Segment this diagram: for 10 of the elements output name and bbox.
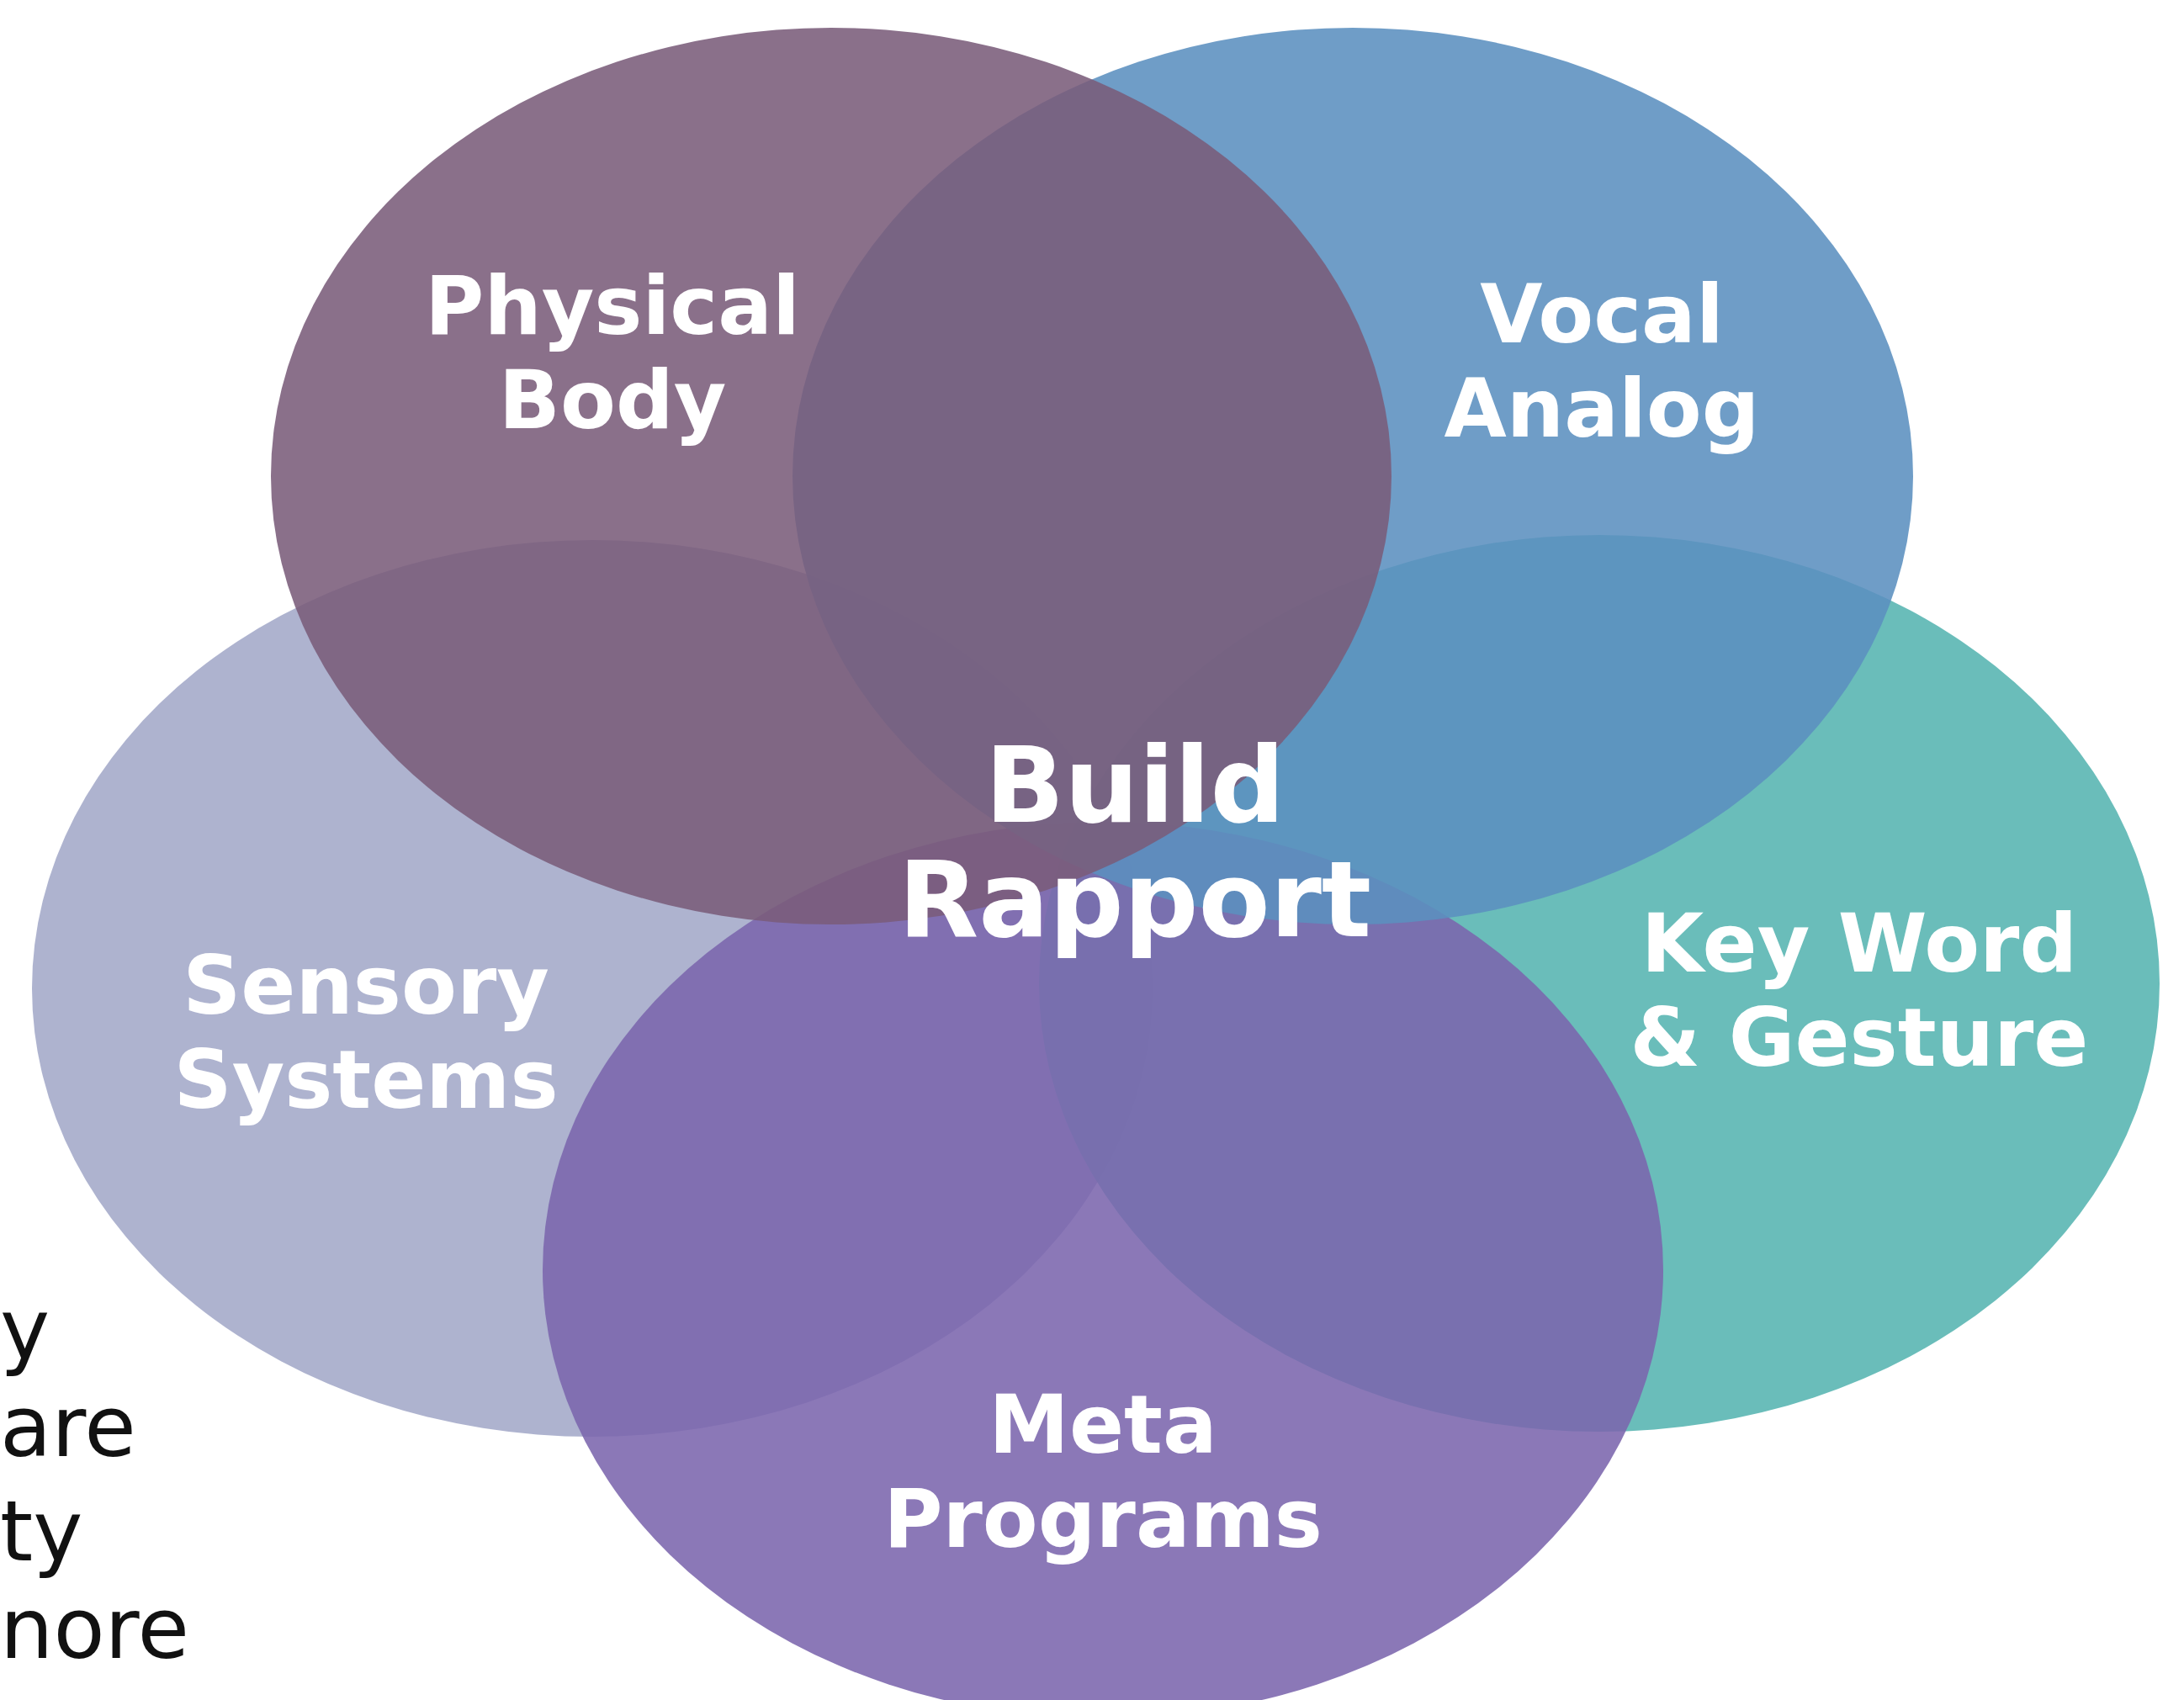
circle-label: Meta Programs: [883, 1378, 1323, 1566]
circle-label: Physical Body: [424, 259, 801, 448]
circle-label: Key Word & Gesture: [1629, 897, 2090, 1085]
text-fragment: are: [0, 1381, 136, 1474]
text-fragment: nore: [0, 1583, 189, 1676]
text-fragment: y: [0, 1284, 50, 1376]
circle-label: Vocal Analog: [1443, 267, 1761, 456]
text-fragment: ty: [0, 1486, 83, 1578]
circle-label: Sensory Systems: [172, 939, 559, 1127]
center-title: Build Rapport: [897, 728, 1373, 957]
